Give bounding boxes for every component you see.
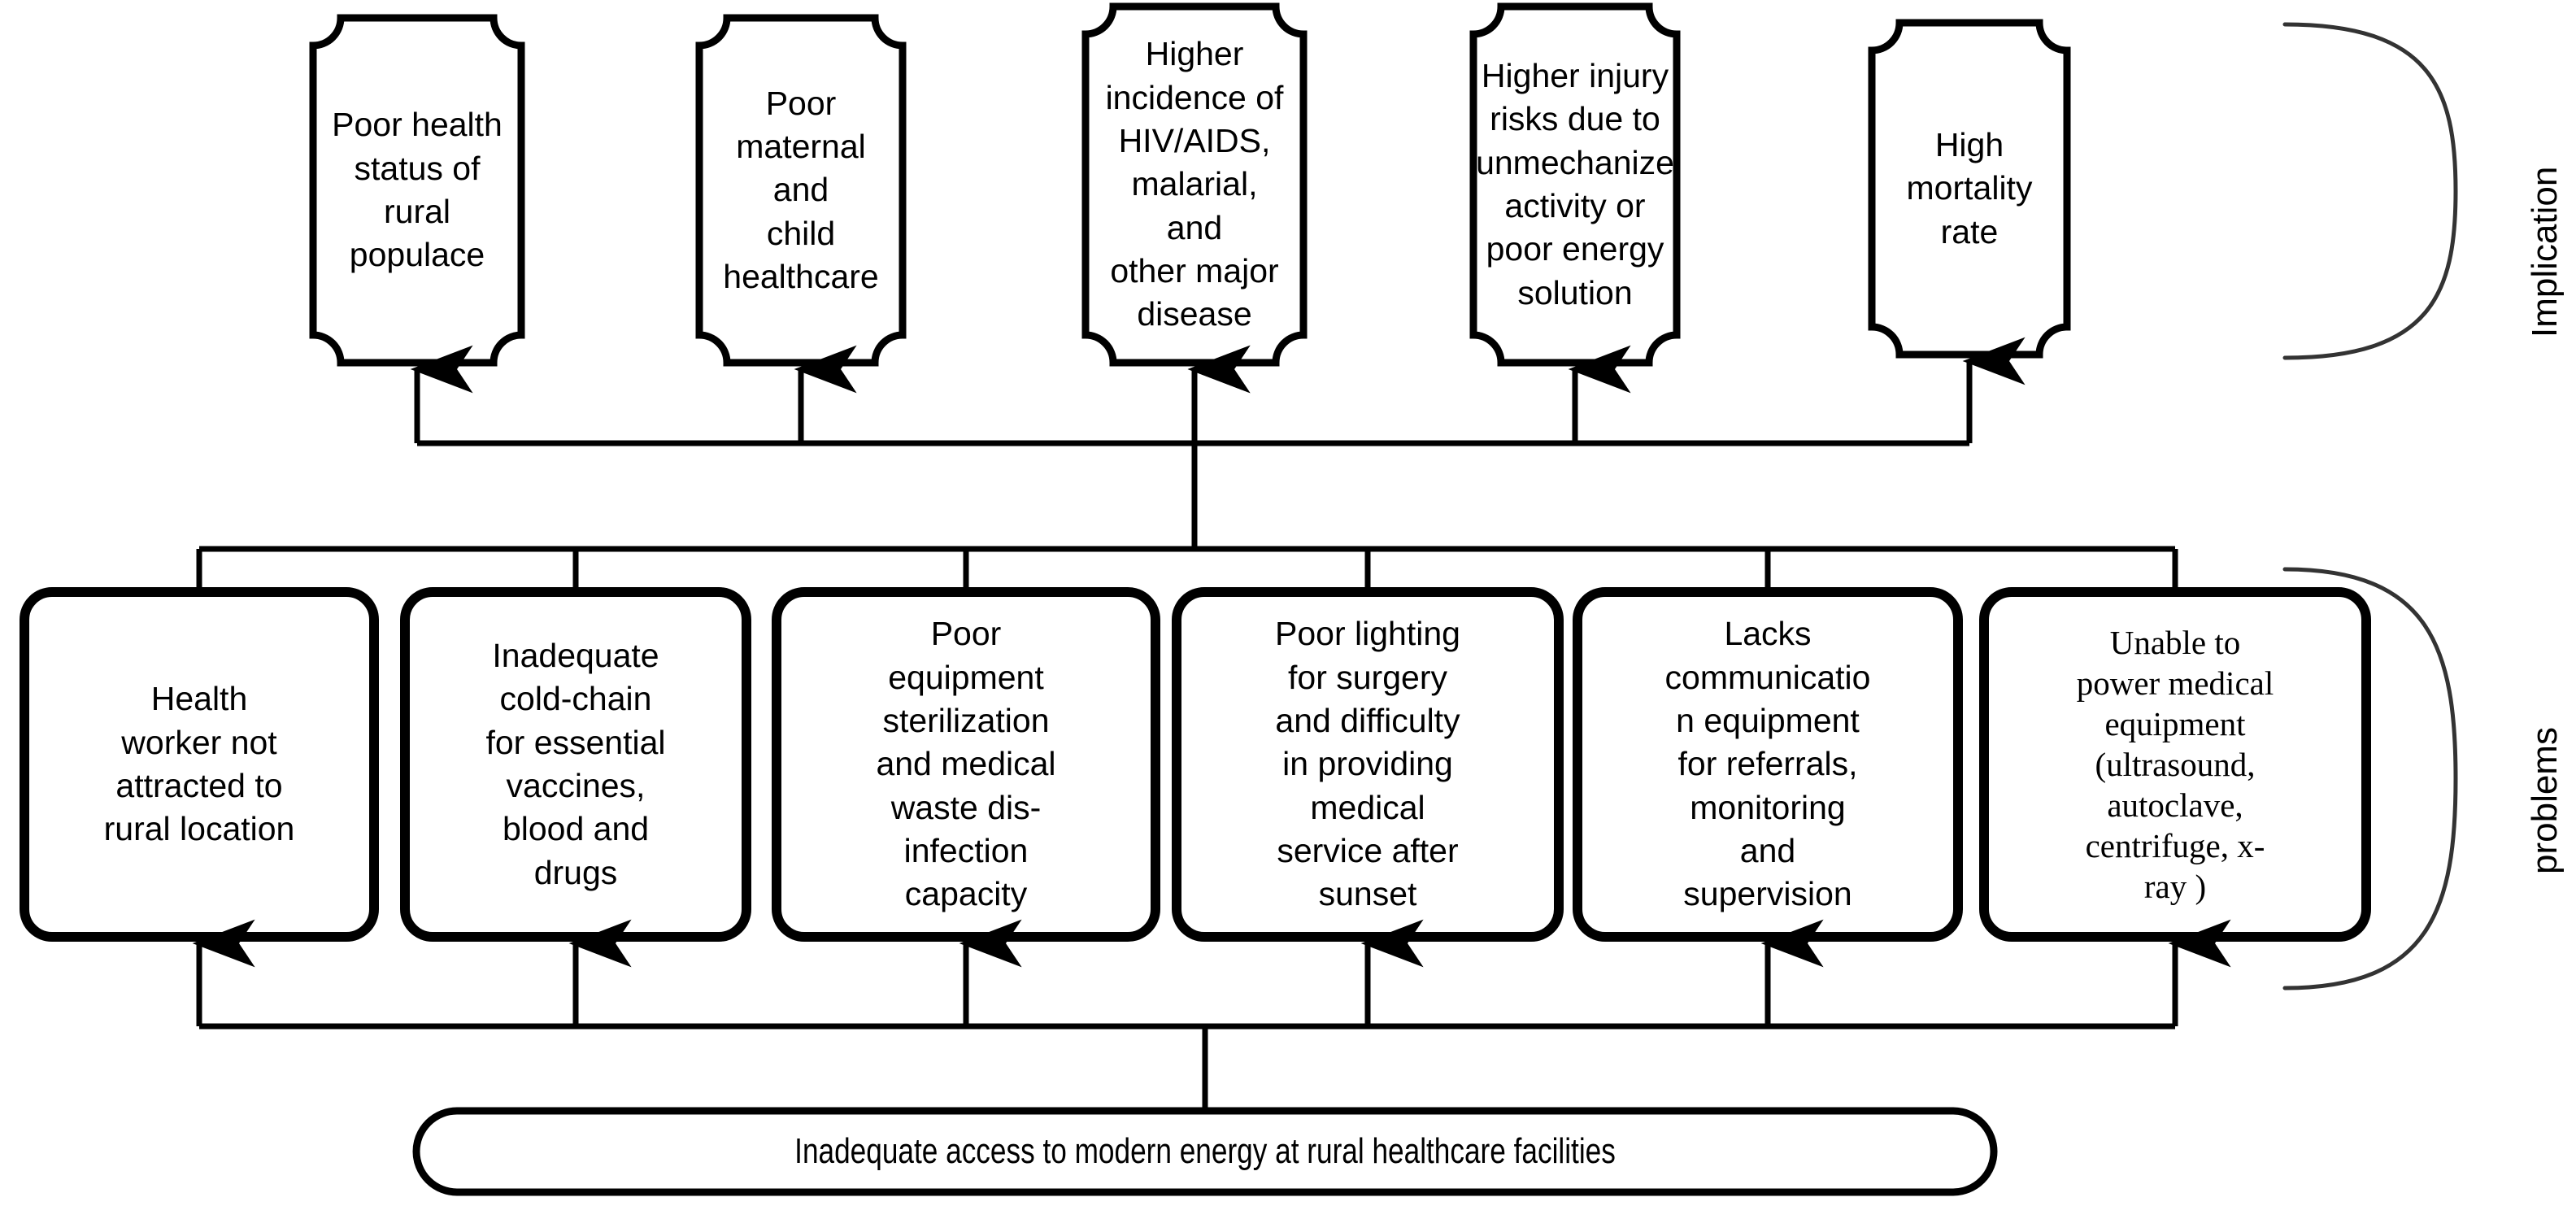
problem-box-6: Unable to power medical equipment (ultra… xyxy=(2000,595,2350,934)
implication-box-2-label: Poor maternal and child healthcare xyxy=(723,84,879,295)
implication-box-5: High mortality rate xyxy=(1886,26,2052,351)
implication-box-4-shape[interactable] xyxy=(1469,2,1681,367)
implication-box-2-shape[interactable] xyxy=(695,14,907,367)
problem-box-4: Poor lighting for surgery and difficulty… xyxy=(1193,595,1543,934)
problem-box-4-label: Poor lighting for surgery and difficulty… xyxy=(1275,615,1460,913)
implication-box-1: Poor health status of rural populace xyxy=(328,21,507,359)
problem-box-6-label: Unable to power medical equipment (ultra… xyxy=(2076,623,2274,906)
row-label-problems: problems xyxy=(2525,727,2565,874)
root-node-label: Inadequate access to modern energy at ru… xyxy=(794,1131,1616,1171)
root-node: Inadequate access to modern energy at ru… xyxy=(574,1111,1836,1192)
problem-box-5-label: Lacks communicatio n equipment for refer… xyxy=(1664,615,1871,913)
implication-box-3-label: Higher incidence of HIV/AIDS, malarial, … xyxy=(1105,35,1284,333)
problem-box-2-label: Inadequate cold-chain for essential vacc… xyxy=(485,637,666,891)
implication-row-brace xyxy=(2282,22,2458,360)
implication-box-1-shape[interactable] xyxy=(309,14,525,367)
problem-box-2: Inadequate cold-chain for essential vacc… xyxy=(421,595,730,934)
problems-row-brace xyxy=(2282,567,2458,990)
implication-box-2: Poor maternal and child healthcare xyxy=(714,21,888,359)
implication-box-5-label: High mortality rate xyxy=(1906,126,2033,250)
implication-box-3-shape[interactable] xyxy=(1081,2,1308,367)
implication-box-3: Higher incidence of HIV/AIDS, malarial, … xyxy=(1100,10,1289,359)
implication-box-1-label: Poor health status of rural populace xyxy=(332,106,503,274)
implication-box-4: Higher injury risks due to unmechanize a… xyxy=(1476,10,1674,359)
problem-box-3: Poor equipment sterilization and medical… xyxy=(793,595,1139,934)
problem-box-1-label: Health worker not attracted to rural loc… xyxy=(103,680,295,848)
problem-box-5: Lacks communicatio n equipment for refer… xyxy=(1594,595,1942,934)
problem-box-3-label: Poor equipment sterilization and medical… xyxy=(876,615,1056,913)
implication-box-4-label: Higher injury risks due to unmechanize a… xyxy=(1476,57,1674,311)
implication-box-5-shape[interactable] xyxy=(1868,19,2071,359)
problem-box-1: Health worker not attracted to rural loc… xyxy=(41,595,358,934)
row-label-implication: Implication xyxy=(2525,166,2565,337)
